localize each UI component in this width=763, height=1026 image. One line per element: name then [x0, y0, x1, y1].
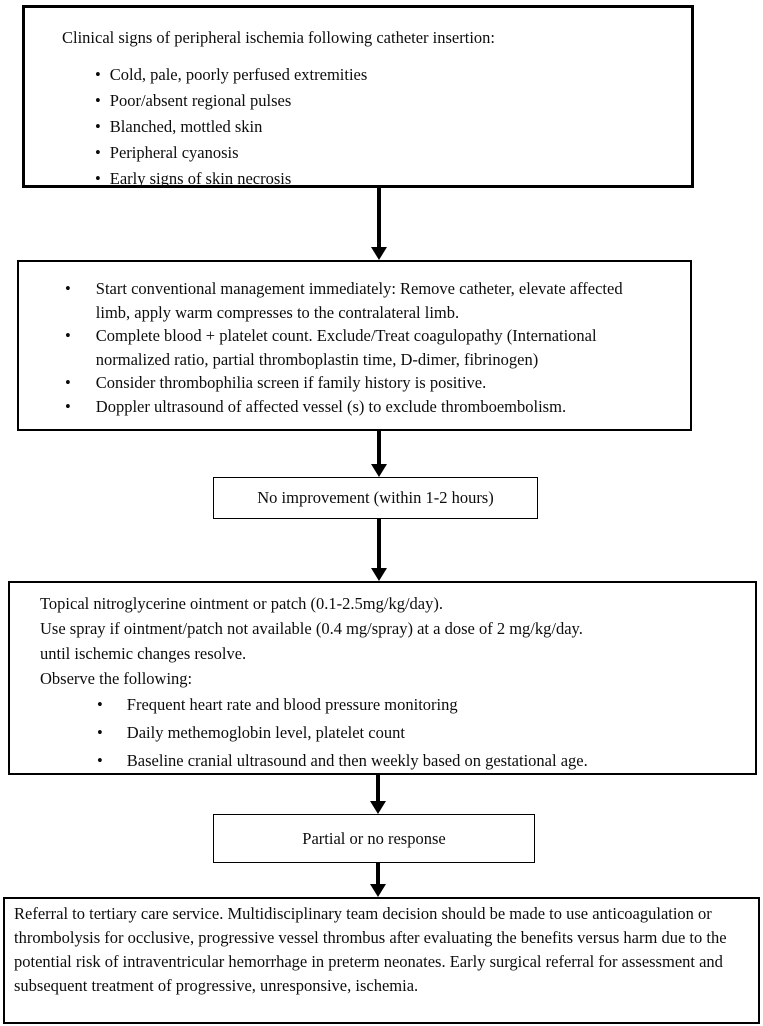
list-item: Baseline cranial ultrasound and then wee… — [97, 747, 731, 775]
bullet-icon — [95, 88, 101, 114]
down-arrow — [371, 431, 387, 477]
box-tertiary-referral: Referral to tertiary care service. Multi… — [3, 897, 760, 1024]
bullet-icon — [95, 140, 101, 166]
referral-text: Referral to tertiary care service. Multi… — [14, 904, 727, 995]
bullet-icon — [97, 719, 103, 747]
arrowhead-icon — [370, 801, 386, 814]
treatment-line: Observe the following: — [40, 669, 193, 688]
treatment-line: until ischemic changes resolve. — [40, 644, 247, 663]
bullet-icon — [97, 691, 103, 719]
down-arrow — [370, 863, 386, 897]
list-item: Daily methemoglobin level, platelet coun… — [97, 719, 731, 747]
arrow-stem — [376, 775, 380, 801]
arrowhead-icon — [371, 568, 387, 581]
clinical-sign-text: Poor/absent regional pulses — [109, 91, 292, 110]
arrow-stem — [376, 863, 380, 884]
bullet-icon — [95, 114, 101, 140]
arrow-stem — [377, 519, 381, 568]
treatment-line: Topical nitroglycerine ointment or patch… — [40, 594, 443, 613]
down-arrow — [371, 188, 387, 260]
partial-response-label: Partial or no response — [302, 828, 446, 848]
arrowhead-icon — [371, 464, 387, 477]
clinical-sign-text: Early signs of skin necrosis — [109, 169, 292, 188]
bullet-icon — [65, 395, 71, 419]
clinical-sign-text: Blanched, mottled skin — [109, 117, 263, 136]
list-item: Doppler ultrasound of affected vessel (s… — [65, 395, 672, 419]
list-item: Poor/absent regional pulses — [95, 88, 671, 114]
no-improvement-label: No improvement (within 1-2 hours) — [257, 488, 494, 507]
bullet-icon — [97, 747, 103, 775]
box-clinical-signs: Clinical signs of peripheral ischemia fo… — [22, 5, 694, 188]
list-item: Complete blood + platelet count. Exclude… — [65, 324, 672, 371]
observation-text: Frequent heart rate and blood pressure m… — [126, 695, 458, 714]
clinical-signs-title: Clinical signs of peripheral ischemia fo… — [62, 28, 496, 47]
bullet-icon — [65, 277, 71, 301]
arrowhead-icon — [370, 884, 386, 897]
management-step-text: Consider thrombophilia screen if family … — [95, 373, 487, 392]
management-step-text: Complete blood + platelet count. Exclude… — [95, 326, 597, 369]
observation-text: Daily methemoglobin level, platelet coun… — [126, 723, 405, 742]
list-item: Blanched, mottled skin — [95, 114, 671, 140]
management-step-text: Doppler ultrasound of affected vessel (s… — [95, 396, 567, 416]
list-item: Frequent heart rate and blood pressure m… — [97, 691, 731, 719]
treatment-line: Use spray if ointment/patch not availabl… — [40, 619, 583, 638]
box-conventional-management: Start conventional management immediatel… — [17, 260, 692, 431]
bullet-icon — [65, 371, 71, 395]
list-item: Early signs of skin necrosis — [95, 166, 671, 192]
box-partial-response: Partial or no response — [213, 814, 535, 863]
bullet-icon — [95, 166, 101, 192]
clinical-sign-text: Cold, pale, poorly perfused extremities — [109, 65, 368, 84]
management-step-text: Start conventional management immediatel… — [95, 279, 623, 322]
list-item: Peripheral cyanosis — [95, 140, 671, 166]
box-nitroglycerine-treatment: Topical nitroglycerine ointment or patch… — [8, 581, 757, 775]
list-item: Start conventional management immediatel… — [65, 277, 672, 324]
arrowhead-icon — [371, 247, 387, 260]
list-item: Consider thrombophilia screen if family … — [65, 371, 672, 395]
bullet-icon — [95, 62, 101, 88]
box-no-improvement: No improvement (within 1-2 hours) — [213, 477, 538, 519]
arrow-stem — [377, 431, 381, 464]
bullet-icon — [65, 324, 71, 348]
list-item: Cold, pale, poorly perfused extremities — [95, 62, 671, 88]
observation-text: Baseline cranial ultrasound and then wee… — [126, 751, 588, 770]
clinical-sign-text: Peripheral cyanosis — [109, 143, 239, 162]
arrow-stem — [377, 188, 381, 247]
down-arrow — [371, 519, 387, 581]
down-arrow — [370, 775, 386, 814]
